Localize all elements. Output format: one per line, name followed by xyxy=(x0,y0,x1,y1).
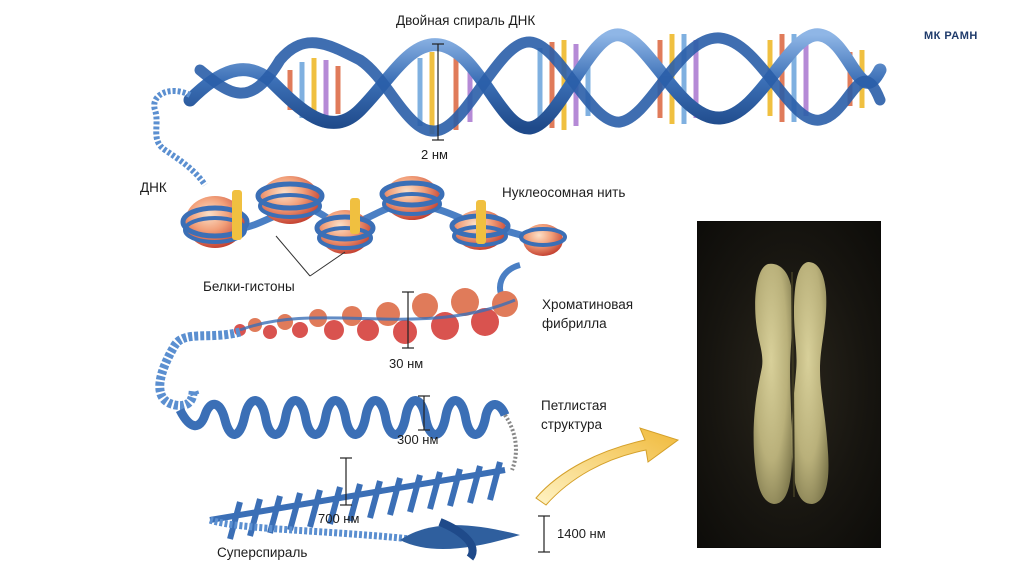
label-histones: Белки-гистоны xyxy=(203,279,295,295)
label-dna: ДНК xyxy=(140,180,167,196)
chromatid-left xyxy=(754,264,793,504)
arrow-icon xyxy=(536,428,678,505)
label-loop-structure-line2: структура xyxy=(541,417,602,433)
histone-pointer xyxy=(276,236,310,276)
nucleosome xyxy=(317,198,373,254)
chromosome-image xyxy=(698,222,880,547)
loop-coil xyxy=(180,401,505,435)
scale-chromosome-width: 1400 нм xyxy=(557,526,606,542)
scale-helix-width: 2 нм xyxy=(421,147,448,163)
chromosome-photo xyxy=(697,221,881,548)
scale-supercoil-width: 700 нм xyxy=(318,511,359,527)
fibril-beads xyxy=(234,288,518,344)
nucleosome xyxy=(183,190,247,248)
histone-pointer xyxy=(310,252,345,276)
chromatid-right xyxy=(791,262,828,504)
scale-fibril-width: 30 нм xyxy=(389,356,423,372)
label-loop-structure-line1: Петлистая xyxy=(541,398,607,414)
loop-structure xyxy=(180,396,516,470)
scale-loop-width: 300 нм xyxy=(397,432,438,448)
label-nucleosome-thread: Нуклеосомная нить xyxy=(502,185,625,201)
dna-coil-thin xyxy=(154,91,205,185)
label-supercoil: Суперспираль xyxy=(217,545,307,561)
label-double-helix: Двойная спираль ДНК xyxy=(396,13,535,29)
mini-chromosome xyxy=(400,522,520,558)
double-helix xyxy=(190,34,880,140)
label-chromatin-fibril-line2: фибрилла xyxy=(542,316,607,332)
nucleosome xyxy=(382,176,442,220)
label-chromatin-fibril-line1: Хроматиновая xyxy=(542,297,633,313)
fibril-coil xyxy=(160,332,240,406)
nucleosome xyxy=(521,224,565,256)
nucleosome xyxy=(452,200,508,250)
supercoil xyxy=(210,458,550,558)
